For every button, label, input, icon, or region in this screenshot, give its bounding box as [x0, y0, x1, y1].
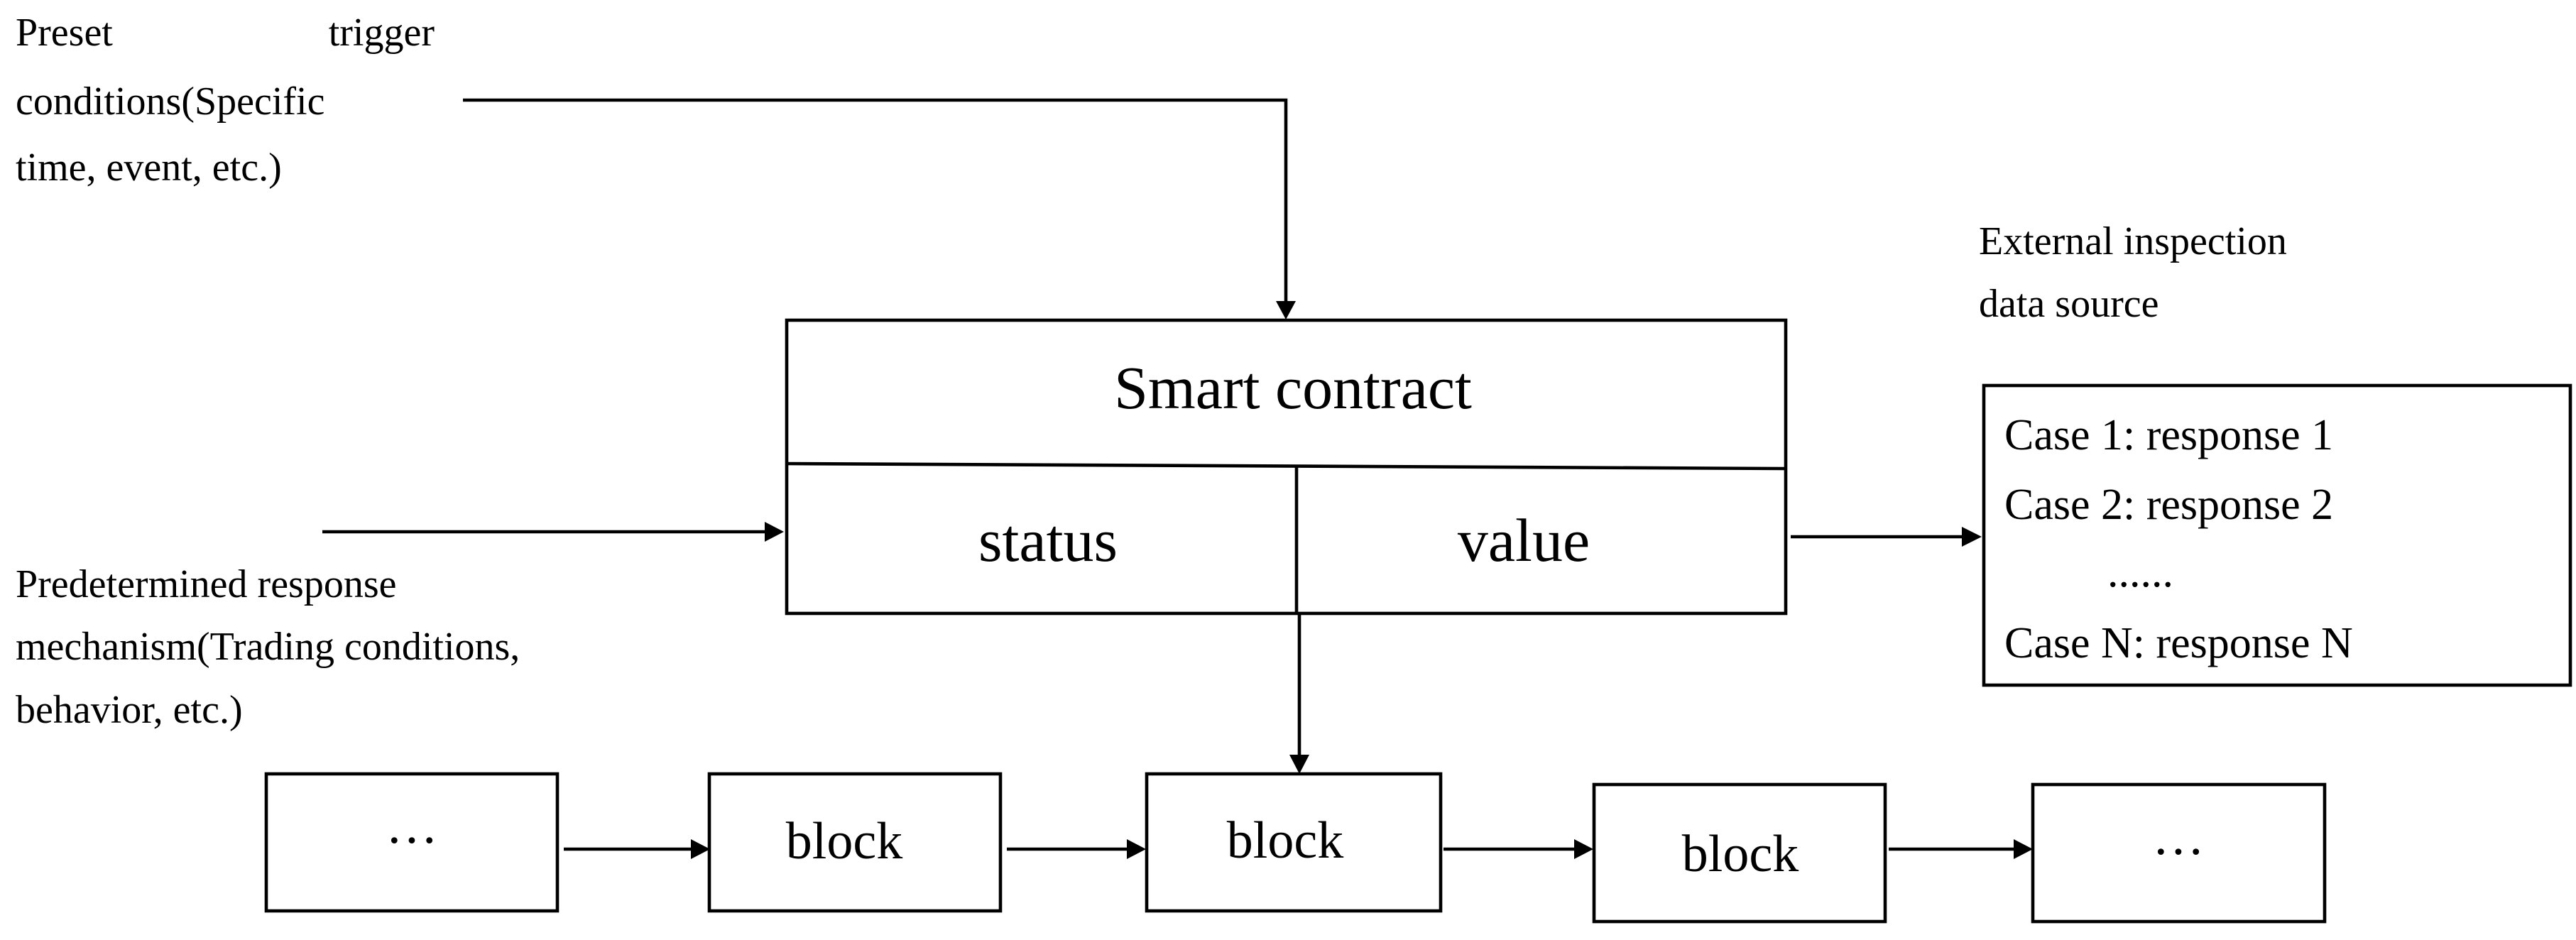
contract-to-block-arrow — [1289, 615, 1309, 774]
contract-value: value — [1458, 506, 1590, 574]
chain-arrow-3 — [1443, 839, 1593, 859]
chain-arrow-2 — [1007, 839, 1146, 859]
trigger-line3: time, event, etc.) — [16, 146, 282, 190]
response-arrow — [322, 522, 784, 542]
contract-divider-horizontal — [786, 461, 1786, 471]
trigger-arrow — [463, 98, 1296, 319]
chain-block-3: block — [1682, 825, 1799, 883]
contract-status: status — [978, 506, 1118, 574]
contract-title: Smart contract — [1114, 354, 1472, 422]
block-chain: ··· block block block ··· — [264, 772, 2327, 924]
chain-block-2: block — [1227, 811, 1343, 870]
case-n: Case N: response N — [2004, 619, 2353, 667]
response-line2: mechanism(Trading conditions, — [16, 625, 520, 669]
chain-box-4 — [1592, 782, 1887, 924]
external-line2: data source — [1979, 282, 2159, 326]
chain-ellipsis-right: ··· — [2152, 823, 2205, 881]
chain-box-1 — [264, 772, 560, 913]
chain-block-1: block — [786, 812, 902, 870]
chain-arrow-1 — [564, 839, 710, 859]
trigger-conditions-label: Preset trigger conditions(Specific time,… — [16, 11, 435, 190]
case-ellipsis: ...... — [2107, 548, 2173, 596]
case-2: Case 2: response 2 — [2004, 481, 2333, 529]
smart-contract-box: Smart contract status value — [785, 318, 1788, 616]
external-line1: External inspection — [1979, 219, 2287, 263]
chain-box-3 — [1145, 772, 1443, 913]
response-line1: Predetermined response — [16, 562, 396, 606]
case-1: Case 1: response 1 — [2004, 411, 2333, 459]
value-to-cases-arrow — [1791, 527, 1982, 547]
cases-box: Case 1: response 1 Case 2: response 2 ..… — [1982, 383, 2572, 687]
trigger-line1-left: Preset — [16, 11, 113, 55]
trigger-line2: conditions(Specific — [16, 80, 324, 124]
response-line3: behavior, etc.) — [16, 688, 243, 732]
chain-arrow-4 — [1889, 839, 2033, 859]
chain-box-5 — [2031, 782, 2327, 924]
external-source-label: External inspection data source — [1979, 219, 2287, 326]
trigger-line1-right: trigger — [329, 11, 435, 55]
chain-ellipsis-left: ··· — [386, 811, 438, 870]
chain-box-2 — [707, 772, 1003, 913]
response-mechanism-label: Predetermined response mechanism(Trading… — [16, 562, 520, 732]
